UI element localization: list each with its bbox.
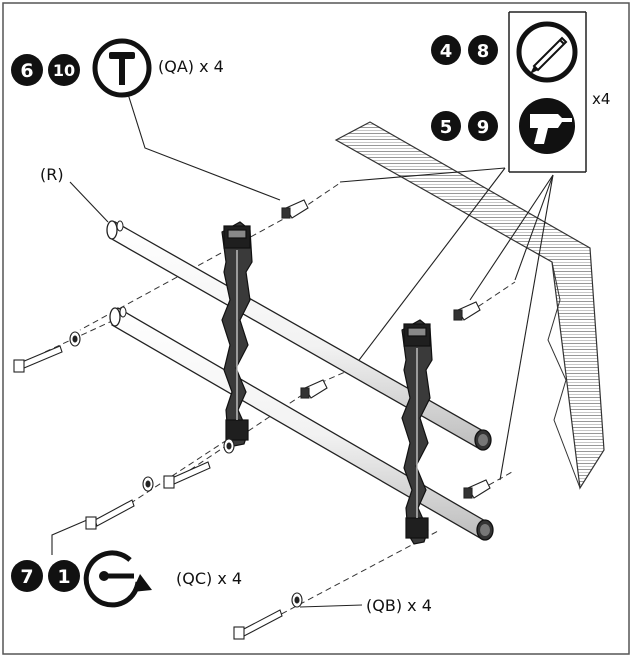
label-qb: (QB) x 4 — [366, 596, 432, 615]
step-number-5: 5 — [440, 117, 453, 138]
tube-r-lower — [109, 306, 494, 541]
anchor-1 — [281, 199, 309, 219]
wall-anchors — [281, 199, 491, 499]
step-badge-9 — [468, 111, 498, 141]
bracket-right — [401, 319, 433, 545]
step-number-10: 10 — [53, 61, 75, 80]
drill-tool-group: 5 9 x4 — [431, 90, 610, 154]
label-tool-multiplier: x4 — [592, 90, 610, 108]
hammer-tool-group: 6 10 (QA) x 4 — [11, 38, 224, 98]
anchor-3 — [300, 379, 328, 399]
anchor-4 — [463, 479, 491, 499]
bracket-left — [221, 221, 253, 447]
pencil-icon — [516, 21, 578, 83]
screw-3 — [85, 476, 154, 530]
label-qc: (QC) x 4 — [176, 569, 242, 588]
step-number-8: 8 — [477, 41, 490, 62]
wall-section — [334, 121, 605, 490]
hammer-icon — [92, 38, 152, 98]
step-number-9: 9 — [477, 117, 490, 138]
leader-r — [69, 181, 109, 223]
leader-lines — [51, 93, 554, 608]
screw-1 — [13, 331, 81, 373]
screws-washers — [13, 331, 303, 640]
wrench-tool-group: 7 1 (QC) x 4 — [11, 550, 242, 608]
screw-4 — [233, 592, 303, 640]
step-number-7: 7 — [20, 566, 33, 588]
step-badge-4 — [431, 35, 461, 65]
step-badge-1 — [48, 560, 80, 592]
drill-icon — [519, 98, 575, 154]
step-number-4: 4 — [440, 41, 453, 62]
tube-r-upper — [106, 220, 492, 451]
tool-box — [508, 11, 587, 173]
step-badge-10 — [48, 54, 80, 86]
step-number-6: 6 — [20, 60, 33, 82]
step-badge-6 — [11, 54, 43, 86]
label-qa: (QA) x 4 — [158, 57, 224, 76]
pencil-tool-group: 4 8 — [431, 21, 578, 83]
screw-2 — [163, 438, 235, 489]
step-number-1: 1 — [57, 566, 70, 588]
step-badge-8 — [468, 35, 498, 65]
label-r: (R) — [40, 165, 64, 184]
wrench-rotate-icon — [83, 550, 152, 608]
step-badge-5 — [431, 111, 461, 141]
anchor-2 — [453, 301, 481, 321]
step-badge-7 — [11, 560, 43, 592]
